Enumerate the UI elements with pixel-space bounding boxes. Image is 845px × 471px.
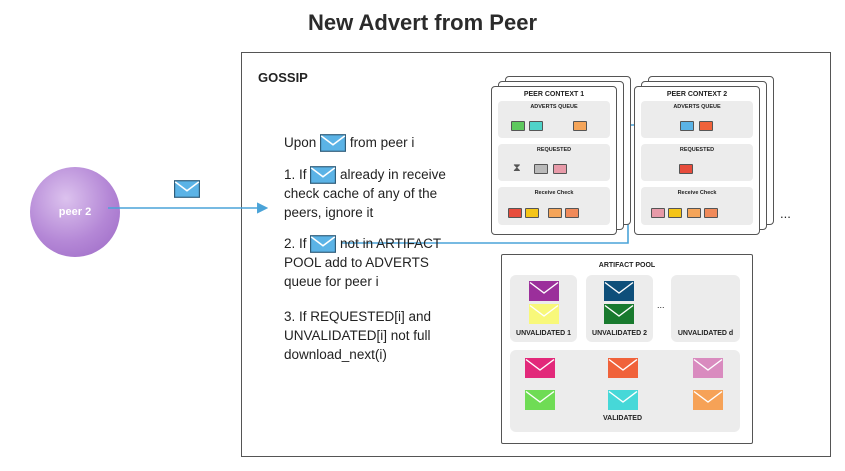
step-1: 1. If already in receive check cache of … [284,166,446,221]
envelope-icon [511,121,525,131]
envelope-icon [310,166,337,185]
envelope-icon [680,121,694,131]
unvalidated-2-label: UNVALIDATED 2 [592,330,647,337]
envelope-icon [310,235,337,254]
receive-check-box: Receive Check [498,187,610,225]
unvalidated-d-label: UNVALIDATED d [677,330,734,337]
envelope-icon [529,281,559,301]
adverts-queue-box: ADVERTS QUEUE [498,101,610,138]
envelope-icon [679,164,693,174]
adverts-queue-box: ADVERTS QUEUE [641,101,753,138]
envelope-icon [320,134,347,153]
unvalidated-1-box: UNVALIDATED 1 [510,275,577,342]
unvalidated-ellipsis: ... [657,300,665,310]
envelope-icon [604,281,634,301]
envelope-icon [608,358,638,378]
unvalidated-1-label: UNVALIDATED 1 [516,330,571,337]
envelope-icon [687,208,701,218]
gossip-label: GOSSIP [258,70,308,85]
envelope-icon [608,390,638,410]
envelope-icon [565,208,579,218]
validated-label: VALIDATED [603,415,643,422]
gossip-frame [241,52,831,457]
step-upon: Upon from peer i [284,133,414,153]
requested-box: REQUESTED ⧗ [498,144,610,181]
envelope-icon [651,208,665,218]
envelope-icon [525,358,555,378]
receive-check-label: Receive Check [677,190,717,196]
envelope-icon [693,390,723,410]
envelope-icon [604,304,634,324]
requested-box: REQUESTED [641,144,753,181]
step-3: 3. If REQUESTED[i] and UNVALIDATED[i] no… [284,309,432,362]
envelope-icon [548,208,562,218]
envelope-icon [553,164,567,174]
peer-label: peer 2 [58,206,92,218]
envelope-icon [699,121,713,131]
receive-check-label: Receive Check [534,190,574,196]
requested-label: REQUESTED [679,147,715,153]
envelope-icon [704,208,718,218]
envelope-icon [525,208,539,218]
incoming-envelope-icon [174,180,200,198]
envelope-icon [693,358,723,378]
validated-box: VALIDATED [510,350,740,432]
context-title: PEER CONTEXT 1 [523,91,585,98]
envelope-icon [525,390,555,410]
page-title: New Advert from Peer [307,10,538,35]
envelope-icon [668,208,682,218]
unvalidated-2-box: UNVALIDATED 2 [586,275,653,342]
envelope-icon [529,304,559,324]
hourglass-icon: ⧗ [513,162,521,174]
envelope-icon [573,121,587,131]
artifact-pool-title: ARTIFACT POOL [598,262,656,269]
peer-node: peer 2 [30,167,120,257]
peer-context-1: PEER CONTEXT 1 ADVERTS QUEUE REQUESTED ⧗… [491,86,617,235]
context-title: PEER CONTEXT 2 [666,91,728,98]
envelope-icon [508,208,522,218]
receive-check-box: Receive Check [641,187,753,225]
step-2: 2. If not in ARTIFACT POOL add to ADVERT… [284,235,442,290]
requested-label: REQUESTED [536,147,572,153]
envelope-icon [534,164,548,174]
adverts-queue-label: ADVERTS QUEUE [530,104,578,110]
adverts-queue-label: ADVERTS QUEUE [673,104,721,110]
unvalidated-d-box: UNVALIDATED d [671,275,740,342]
envelope-icon [529,121,543,131]
peer-context-2: PEER CONTEXT 2 ADVERTS QUEUE REQUESTED R… [634,86,760,235]
more-contexts-ellipsis: ... [780,206,791,221]
